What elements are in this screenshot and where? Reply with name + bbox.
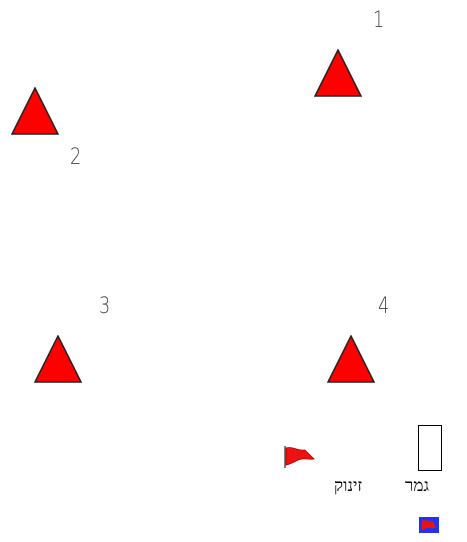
marker-number-2: 2 [70, 145, 82, 170]
marker-1-triangle-icon[interactable] [314, 49, 362, 97]
marker-2-triangle-icon[interactable] [11, 87, 59, 135]
flag-button-icon [422, 520, 436, 530]
marker-number-1: 1 [373, 8, 385, 33]
start-label: זינוק [334, 476, 363, 496]
marker-4-triangle-icon[interactable] [327, 335, 375, 383]
finish-label: גמר [405, 476, 430, 496]
marker-3-triangle-icon[interactable] [34, 335, 82, 383]
finish-rectangle-icon[interactable] [418, 425, 442, 471]
marker-number-3: 3 [99, 294, 111, 319]
flag-button[interactable] [419, 517, 439, 533]
start-flag-icon[interactable] [283, 445, 317, 469]
marker-number-4: 4 [378, 294, 390, 319]
